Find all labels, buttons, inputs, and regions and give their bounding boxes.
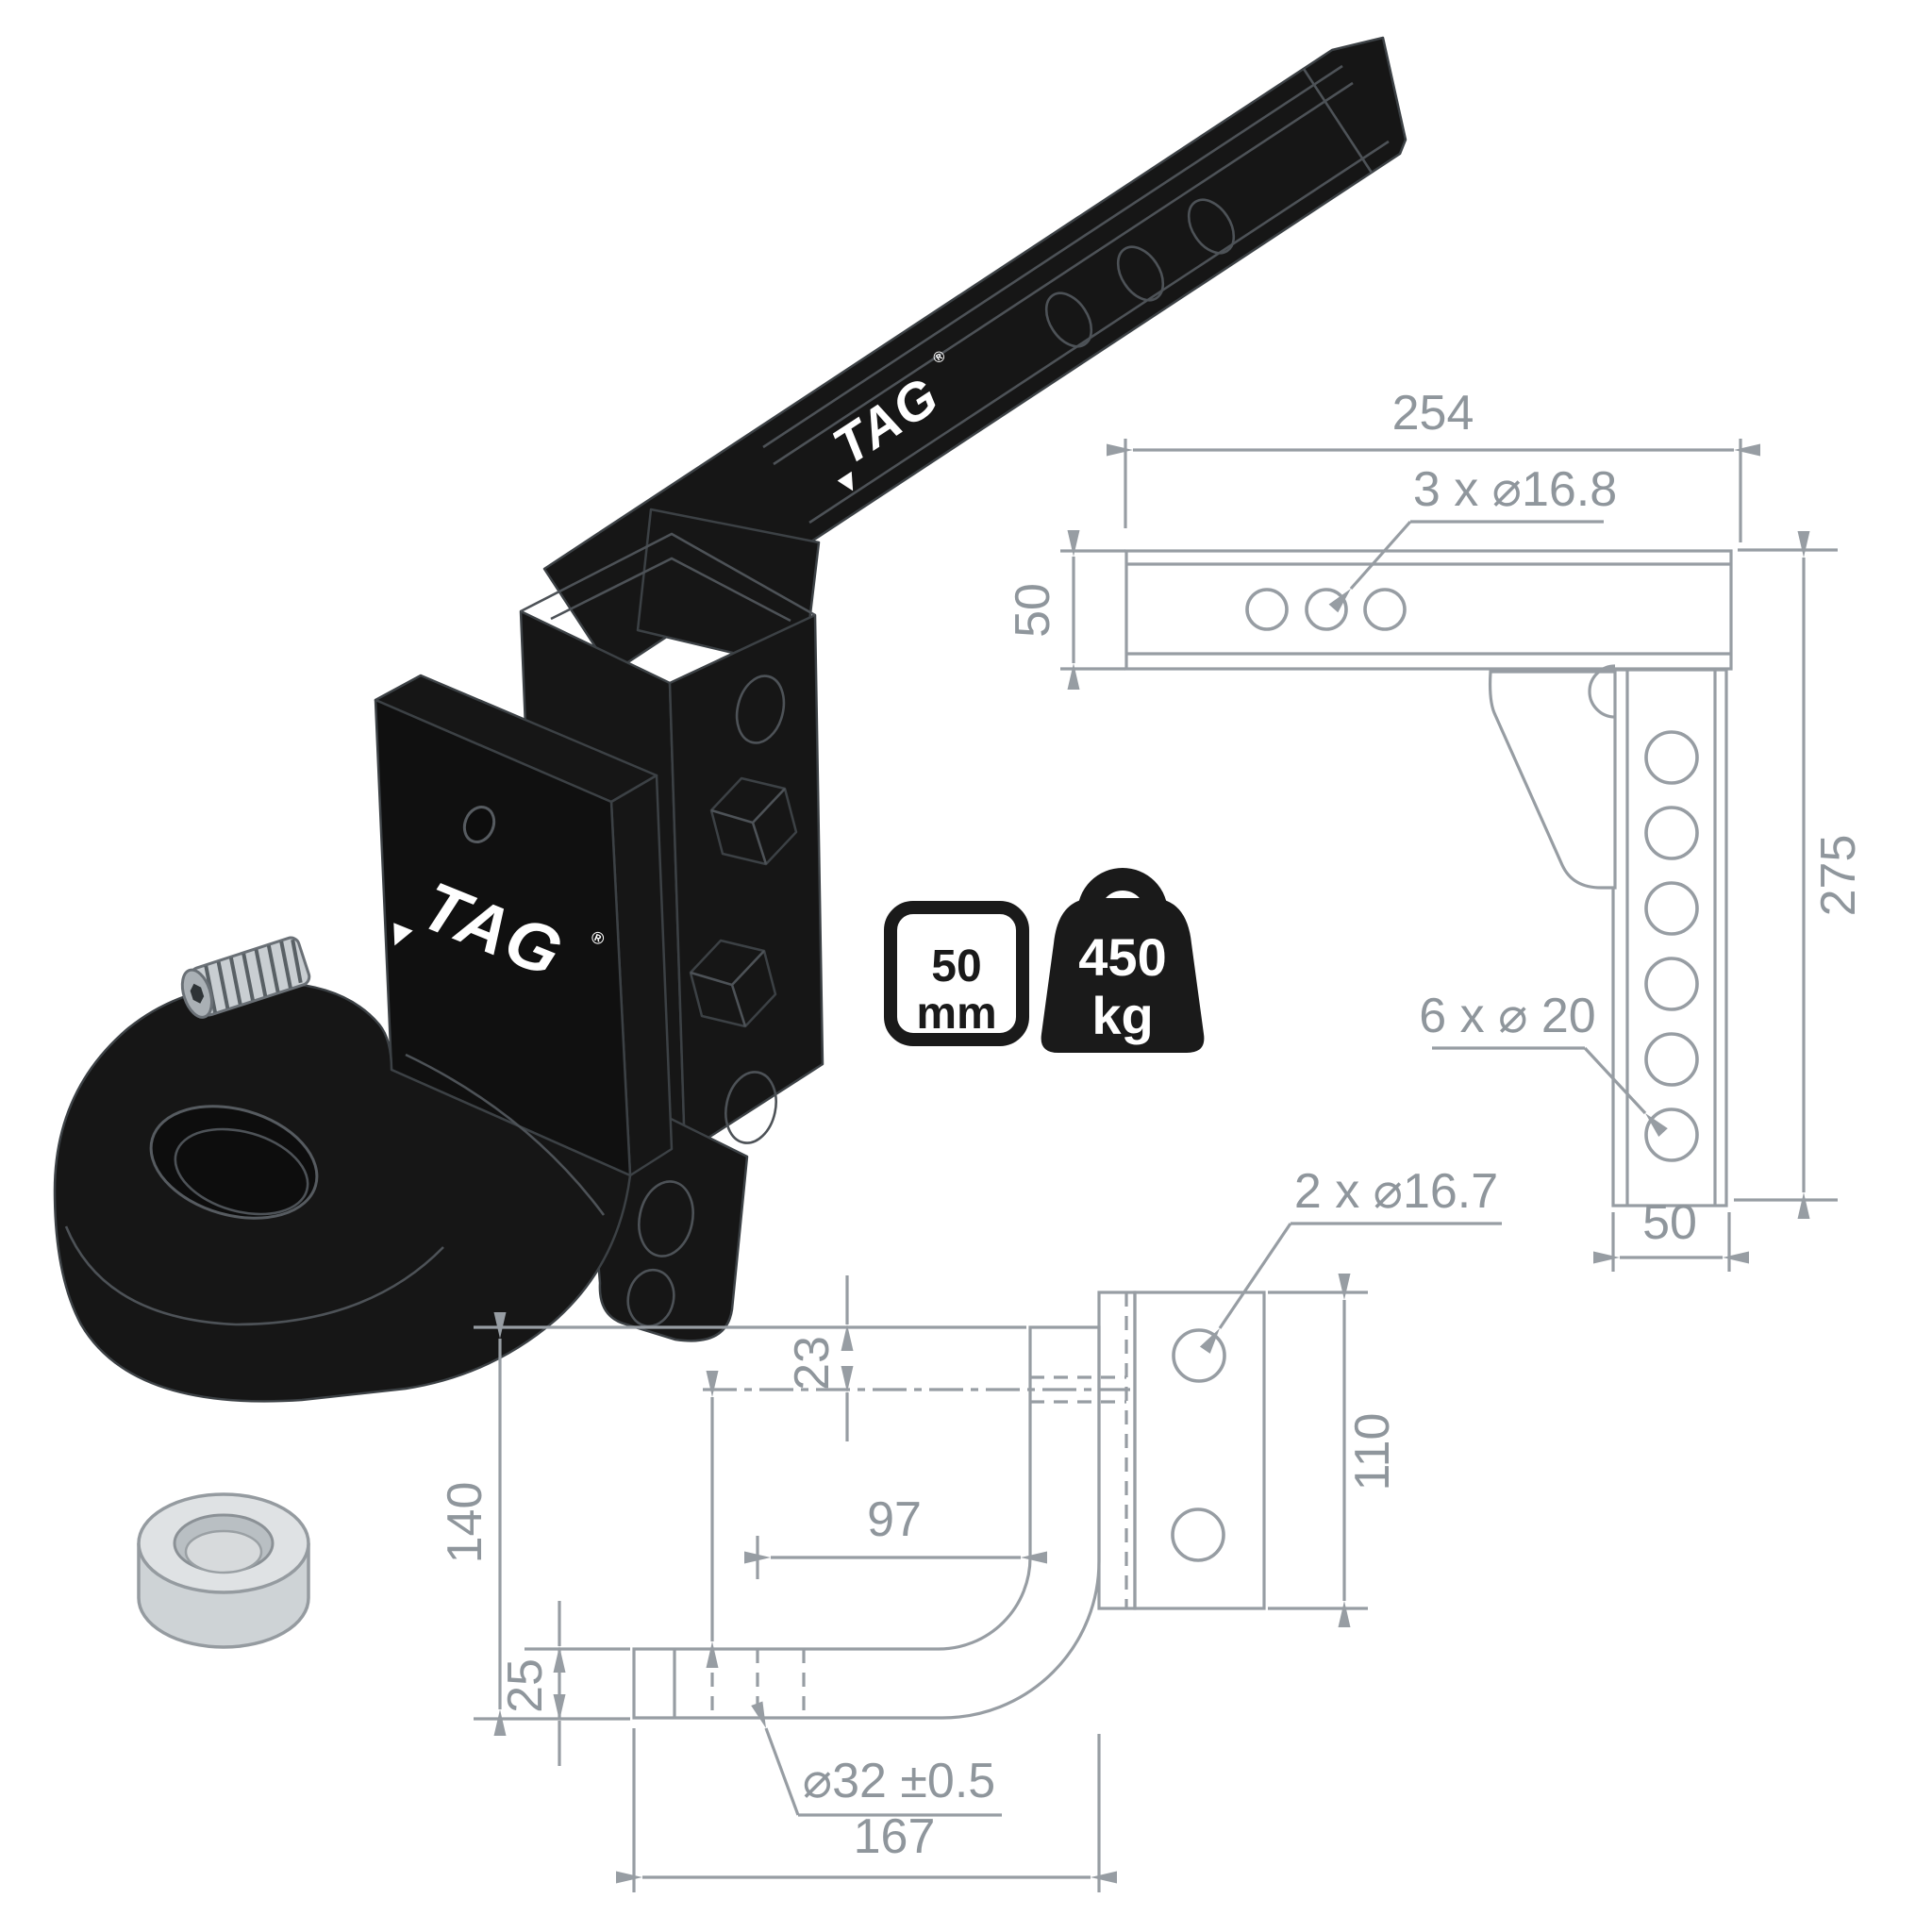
sv-shank-outline [1124,549,1733,671]
hex-bolt-lower-facets [690,950,765,1027]
dim-pin-hole-spacing: 110 [1345,1413,1400,1491]
hitch-size-value: 50 [931,941,981,991]
sv-callout2-leader [1583,1046,1668,1137]
sv-channel-hole-6 [1644,1108,1699,1162]
sv-channel-hole-2 [1644,806,1699,860]
dim-channel-width: 50 [1642,1195,1697,1250]
shank-bar: TAG ® [542,36,1407,675]
load-capacity-value: 450 [1078,927,1166,987]
shank-face [542,36,1407,675]
tongue-upright-hole-1 [638,1180,694,1257]
dim-tube-height: 50 [1006,583,1060,638]
tongue-foot-edge-line [64,1225,444,1326]
sv-channel-hole-4 [1644,957,1699,1011]
collar-rim-outer [520,532,816,617]
bracket-plate-hole [462,806,496,843]
tv-strip [1097,1291,1137,1610]
tongue-upright-hole-2 [626,1268,675,1328]
dim-tongue-length: 167 [854,1809,936,1864]
dim-top-offset: 23 [785,1336,840,1391]
tv-callout-leader [1199,1223,1292,1354]
dim-ball-to-upright: 97 [867,1492,922,1547]
tv-plate-hole-top [1172,1328,1226,1383]
hitch-size-unit: mm [916,989,996,1039]
dim-overall-drop: 140 [438,1482,492,1564]
channel-pin-hole-bottom [724,1071,777,1144]
tv-plate [1133,1291,1266,1610]
dim-drop-height: 275 [1811,835,1866,917]
channel-right-face [668,613,824,1155]
hex-bolt-upper [709,776,798,866]
hitch-size-frame [884,901,1029,1046]
set-screw-threads [204,939,303,1013]
tongue-foot-heel-line [405,1053,606,1216]
shank-chamfer-line-1 [762,64,1343,449]
bracket-logo-dot [393,923,413,946]
channel-pin-hole-top [735,675,786,744]
shank-logo-dot [837,471,854,491]
shank-tip-cut-line [1302,68,1374,174]
callout-pin-holes: 2 x ⌀16.7 [1294,1164,1498,1219]
load-capacity-unit: kg [1091,986,1153,1045]
sv-channel-outline [1611,668,1728,1208]
dim-tongue-thickness: 25 [498,1658,553,1713]
bracket-plate: TAG ® [374,674,674,1177]
shank-hole-3 [1044,291,1093,348]
bushing-spacer [137,1492,310,1649]
sv-shank-hole-1 [1245,588,1289,631]
weight-body [1041,898,1205,1053]
collar-rim-inner [550,557,791,623]
callout-bar-diameter: ⌀32 ±0.5 [803,1754,995,1808]
sv-shank-hole-2 [1305,588,1348,631]
callout-channel-holes: 6 x ⌀ 20 [1419,989,1595,1043]
hex-bolt-upper-facets [710,788,786,865]
bushing-bore-bottom [184,1529,263,1574]
tv-plate-hole-bottom [1171,1507,1225,1562]
hex-bolt-lower [689,939,777,1028]
set-screw [180,936,311,1019]
shank-bottom-line [808,140,1390,525]
sv-channel-hole-partial [1588,664,1616,719]
sv-callout-leader [1328,520,1412,613]
tongue-view-drawing: 2 x ⌀16.7 23 140 97 110 25 ⌀32 ±0.5 [438,1164,1502,1892]
sv-channel-hole-3 [1644,881,1699,936]
shank-chamfer-line-2 [773,81,1354,466]
sv-shank-hole-3 [1363,588,1407,631]
shank-hole-2 [1116,245,1165,302]
product-illustration: TAG ® [53,36,1407,1649]
hitch-size-badge: 50 mm [884,901,1029,1046]
side-view-drawing: 254 3 x ⌀16.8 50 6 x ⌀ 20 275 [1006,386,1866,1272]
tv-callout2-leader [751,1701,800,1816]
shank-hole-1 [1187,198,1236,255]
tow-ball-hole-inner [174,1127,309,1216]
dim-overall-length: 254 [1392,386,1474,441]
sv-gusset [1488,670,1617,890]
callout-shank-holes: 3 x ⌀16.8 [1413,462,1617,517]
sv-channel-hole-1 [1644,730,1699,785]
hex-socket [190,983,205,1004]
load-capacity-badge: 450 kg [1041,868,1205,1053]
sv-channel-hole-5 [1644,1032,1699,1087]
